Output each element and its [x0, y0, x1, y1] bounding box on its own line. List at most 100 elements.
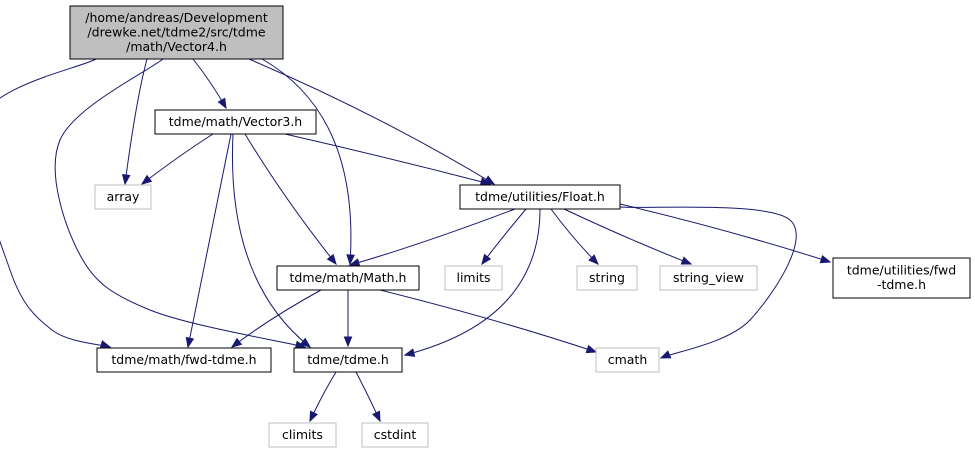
node-label-line: tdme/utilities/Float.h	[475, 189, 605, 204]
node-label-line: string_view	[673, 270, 744, 285]
edge-math-to-tdme	[343, 290, 353, 348]
edge-arrowhead	[99, 340, 112, 349]
node-box	[576, 265, 638, 291]
node-label-line: -tdme.h	[877, 277, 926, 292]
edge-line	[244, 133, 337, 265]
edge-line	[231, 289, 322, 348]
edge-arrowhead	[343, 336, 353, 348]
node-box	[595, 347, 660, 373]
node-float[interactable]: tdme/utilities/Float.h	[459, 184, 621, 210]
edges-layer	[0, 58, 832, 423]
node-label-line: /drewke.net/tdme2/src/tdme	[87, 24, 265, 39]
edge-line	[0, 58, 111, 348]
node-box	[659, 265, 758, 291]
edge-vector3-to-math	[244, 133, 337, 266]
edge-arrowhead	[659, 350, 672, 359]
node-box	[293, 347, 403, 373]
node-label-line: /math/Vector4.h	[126, 39, 227, 54]
edge-arrowhead	[299, 337, 312, 348]
edge-line	[261, 58, 352, 265]
edge-line	[404, 208, 541, 356]
edge-arrowhead	[326, 253, 337, 266]
edge-math-to-cmath	[379, 289, 598, 354]
node-string: string	[576, 265, 638, 291]
node-limits: limits	[444, 265, 503, 291]
node-array: array	[94, 184, 152, 210]
node-label-line: cstdint	[374, 427, 417, 442]
edge-arrowhead	[185, 336, 195, 349]
edge-arrowhead	[585, 344, 598, 354]
edge-line	[619, 206, 797, 359]
node-math[interactable]: tdme/math/Math.h	[276, 265, 420, 291]
edge-float-to-tdme	[403, 208, 541, 357]
edge-float-to-utilfwd	[619, 203, 832, 264]
edge-vector4-to-math	[261, 58, 355, 266]
node-box	[96, 347, 272, 373]
edge-arrowhead	[403, 348, 416, 357]
edge-vector4-to-vector3	[192, 58, 227, 110]
edge-line	[54, 58, 306, 348]
edge-tdme-to-cstdint	[355, 371, 381, 423]
node-climits: climits	[268, 422, 337, 448]
edge-arrowhead	[217, 97, 227, 110]
node-vector3[interactable]: tdme/math/Vector3.h	[154, 109, 317, 135]
edge-line	[248, 58, 495, 185]
node-vector4[interactable]: /home/andreas/Development/drewke.net/tdm…	[69, 5, 284, 60]
nodes-layer: /home/andreas/Development/drewke.net/tdm…	[69, 5, 971, 448]
node-box	[276, 265, 420, 291]
node-label-line: tdme/math/fwd-tdme.h	[111, 352, 256, 367]
edge-vector3-to-mathfwd	[185, 133, 232, 349]
edge-line	[563, 208, 692, 265]
edge-line	[231, 133, 311, 348]
node-label-line: /home/andreas/Development	[85, 10, 268, 25]
edge-float-to-limits	[481, 208, 527, 266]
edge-arrowhead	[230, 337, 243, 348]
node-tdme[interactable]: tdme/tdme.h	[293, 347, 403, 373]
node-box	[832, 257, 971, 299]
edge-float-to-string	[550, 208, 599, 265]
edge-arrowhead	[309, 410, 318, 423]
edge-vector3-to-tdme	[231, 133, 312, 348]
edge-vector4-to-mathfwd	[0, 58, 112, 349]
node-label-line: limits	[456, 270, 490, 285]
node-label-line: string	[589, 270, 625, 285]
edge-math-to-mathfwd	[230, 289, 322, 348]
edge-vector3-to-float	[284, 133, 492, 186]
node-label-line: tdme/utilities/fwd	[847, 263, 956, 278]
node-label-line: tdme/tdme.h	[307, 352, 389, 367]
node-box	[94, 184, 152, 210]
edge-line	[619, 203, 831, 263]
edge-line	[124, 58, 148, 185]
edge-arrowhead	[372, 410, 381, 423]
edge-tdme-to-climits	[309, 371, 337, 423]
edge-arrowhead	[140, 174, 153, 185]
edge-arrowhead	[680, 256, 693, 265]
node-string_view: string_view	[659, 265, 758, 291]
edge-float-to-cmath	[619, 206, 797, 359]
edge-line	[284, 133, 491, 185]
node-mathfwd[interactable]: tdme/math/fwd-tdme.h	[96, 347, 272, 373]
edge-arrowhead	[819, 254, 832, 264]
edge-vector4-to-array	[121, 58, 148, 186]
node-label-line: tdme/math/Vector3.h	[169, 114, 302, 129]
edge-arrowhead	[121, 174, 131, 186]
edge-line	[481, 208, 527, 265]
edge-arrowhead	[481, 253, 492, 266]
edge-line	[379, 289, 597, 353]
edge-float-to-string_view	[563, 208, 693, 265]
node-box	[268, 422, 337, 448]
edge-arrowhead	[348, 258, 361, 267]
node-box	[154, 109, 317, 135]
node-utilfwd[interactable]: tdme/utilities/fwd-tdme.h	[832, 257, 971, 299]
node-cmath: cmath	[595, 347, 660, 373]
edge-line	[550, 208, 599, 265]
node-label-line: array	[107, 189, 140, 204]
edge-vector4-to-tdme	[54, 58, 307, 350]
edge-line	[349, 208, 516, 266]
edge-line	[187, 133, 232, 348]
node-cstdint: cstdint	[361, 422, 429, 448]
node-box	[444, 265, 503, 291]
node-label-line: cmath	[608, 352, 648, 367]
edge-vector3-to-array	[140, 133, 214, 185]
